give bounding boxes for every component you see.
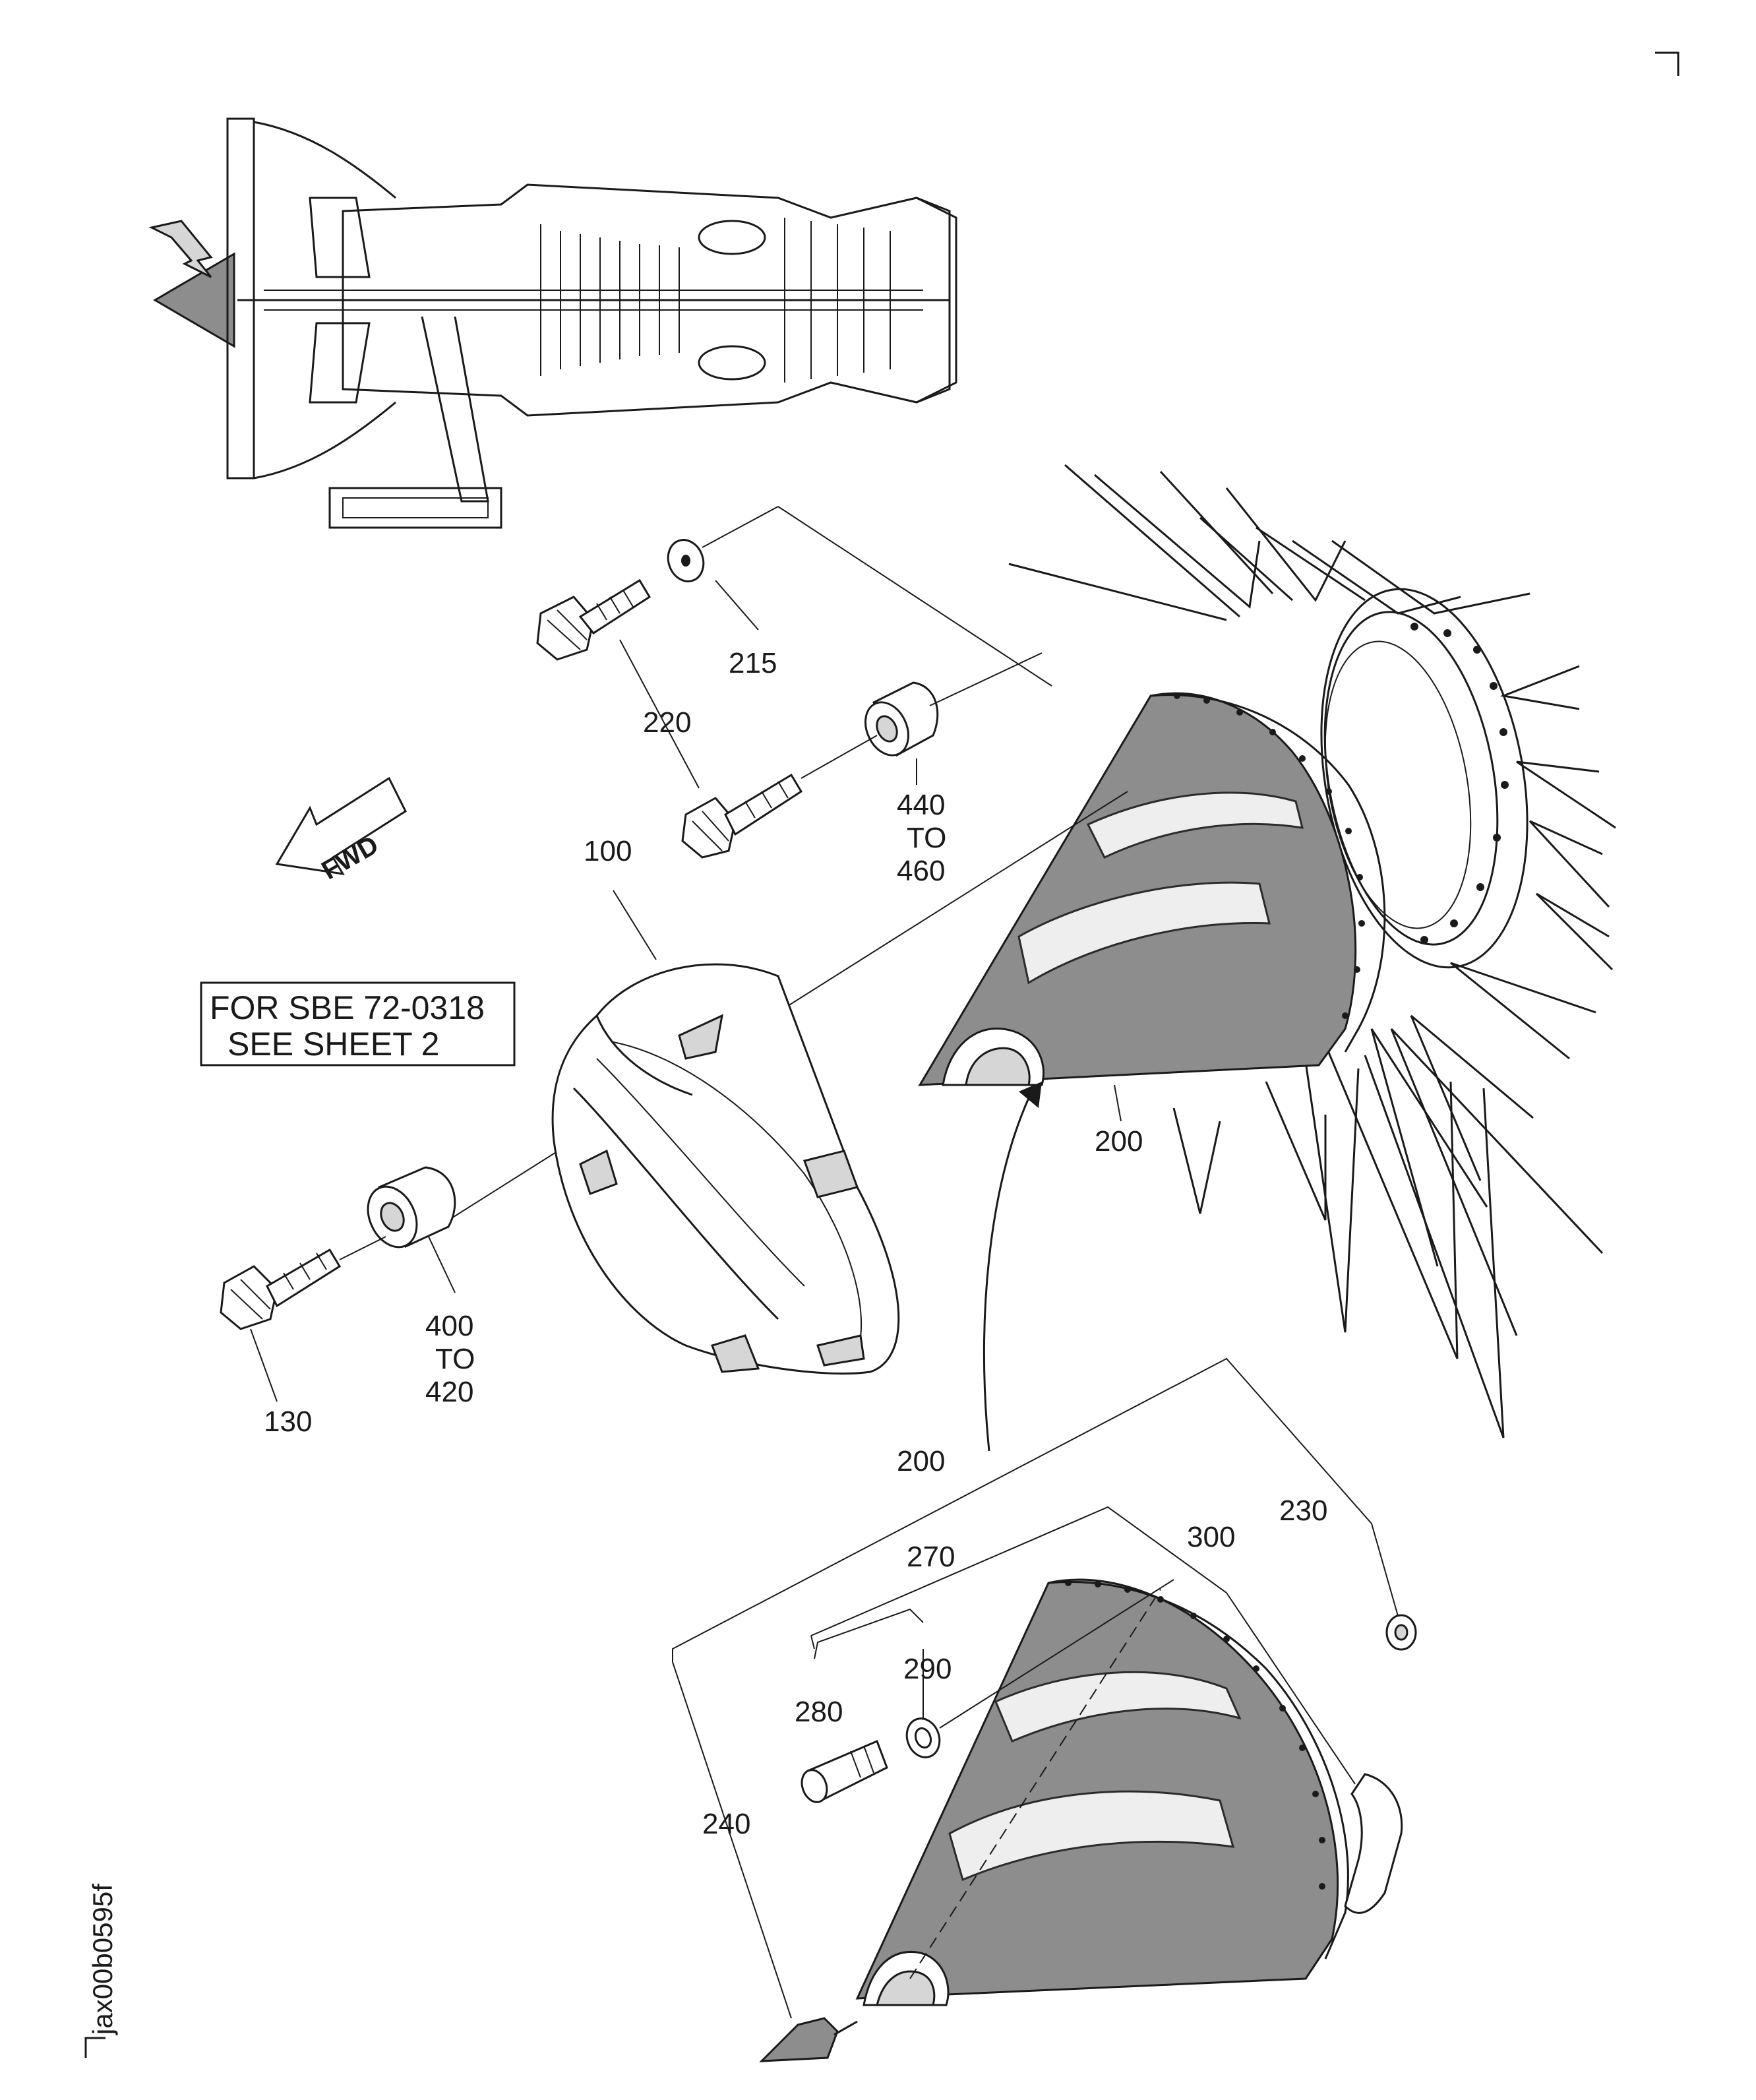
callout-440-to: TO	[907, 822, 946, 854]
callout-420: 420	[425, 1376, 473, 1408]
callout-230: 230	[1279, 1495, 1327, 1527]
insert-280	[801, 1740, 888, 1803]
balance-weight-segment	[1344, 1773, 1403, 1914]
callout-280: 280	[795, 1696, 843, 1728]
assembly-brackets	[672, 1357, 1399, 2019]
callout-130: 130	[264, 1405, 312, 1438]
callout-300: 300	[1187, 1521, 1235, 1553]
forward-direction-arrow: FWD	[275, 776, 407, 885]
figure-identifier: jax00b0595f	[84, 1884, 118, 2058]
spinner-cone-installed	[918, 692, 1386, 1086]
note-line-2: SEE SHEET 2	[227, 1026, 439, 1063]
nut-230	[1385, 1614, 1417, 1651]
leader-lines-left	[250, 890, 657, 1402]
washer-215	[667, 539, 705, 582]
callout-220: 220	[643, 706, 691, 739]
spinner-fairing-100	[551, 963, 900, 1375]
note-line-1: FOR SBE 72-0318	[210, 989, 485, 1026]
callout-440: 440	[897, 789, 945, 821]
figure-id-text: jax00b0595f	[87, 1884, 118, 2036]
corner-mark-top-right	[1655, 51, 1680, 76]
weight-400-420	[367, 1166, 456, 1249]
callout-290: 290	[903, 1653, 952, 1685]
bolt-220-lower	[681, 773, 803, 859]
callout-215: 215	[729, 647, 777, 679]
callout-270: 270	[907, 1541, 955, 1573]
callout-100: 100	[584, 835, 632, 867]
bolt-130	[220, 1248, 342, 1330]
installation-arrow	[983, 1082, 1122, 1452]
callout-400-to: TO	[435, 1343, 475, 1375]
callout-460: 460	[897, 855, 945, 887]
engine-cross-section-view	[148, 117, 957, 529]
fan-blades-assembly	[1008, 464, 1616, 1438]
weight-440-460	[864, 681, 939, 757]
callout-240: 240	[702, 1808, 750, 1840]
part-callouts: 100 130 200 200 215 220 230 240 270 280 …	[264, 647, 1327, 1840]
spinner-cone-exploded	[855, 1578, 1349, 2006]
tip-cap-240	[759, 2017, 858, 2062]
service-bulletin-note: FOR SBE 72-0318 SEE SHEET 2	[200, 981, 516, 1066]
callout-200-upper: 200	[1095, 1125, 1143, 1158]
bolt-220-upper	[536, 578, 651, 661]
ring-290	[905, 1717, 941, 1758]
callout-200-lower: 200	[897, 1445, 945, 1477]
callout-400: 400	[425, 1310, 473, 1342]
